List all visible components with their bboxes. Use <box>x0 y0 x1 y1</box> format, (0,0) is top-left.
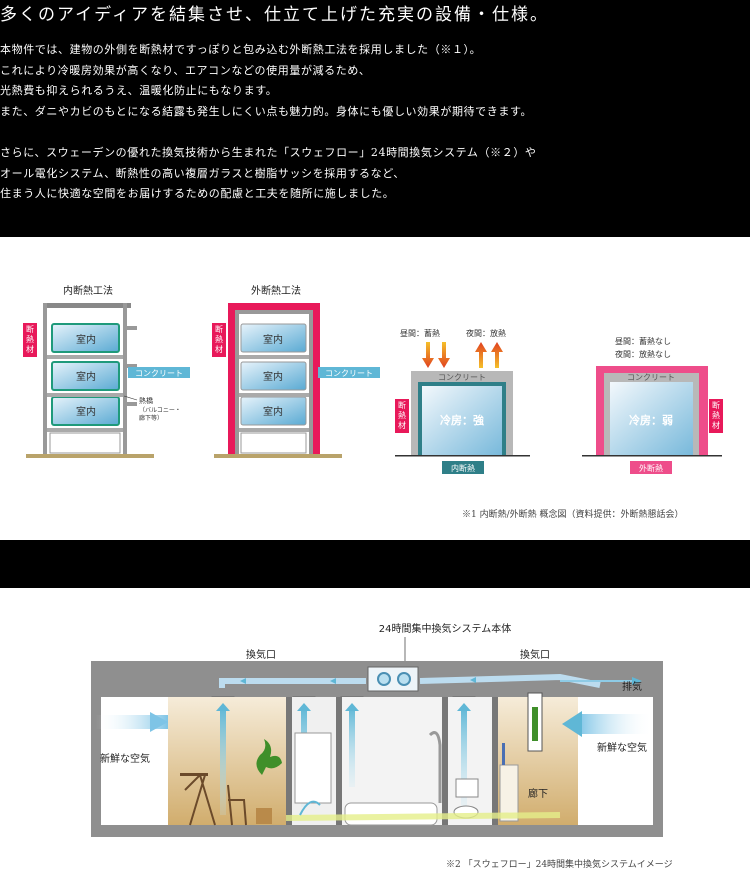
caption-2: ※2 「スウェフロー」24時間集中換気システムイメージ <box>446 860 673 870</box>
insulation-label: 材 <box>215 344 223 354</box>
insulation-label: 断 <box>26 324 34 334</box>
night-label: 夜間：放熱なし <box>615 349 671 359</box>
paragraph-1-line: 光熱費も抑えられるうえ、温暖化防止にもなります。 <box>0 84 278 98</box>
intake-right-label: 換気口 <box>520 648 550 661</box>
room-label: 室内 <box>76 370 96 383</box>
duct <box>419 673 601 688</box>
day-label: 昼間：蓄熱なし <box>615 336 671 346</box>
cooling-weak-label: 冷房：弱 <box>629 413 673 427</box>
caption-1: ※1 内断熱/外断熱 概念図（資料提供：外断熱懇話会） <box>462 510 684 520</box>
insulation-label: 材 <box>712 420 720 430</box>
concrete-label: コンクリート <box>627 373 675 382</box>
system-label: 24時間集中換気システム本体 <box>379 622 511 635</box>
insulation-label: 材 <box>398 420 406 430</box>
insulation-label: 熱 <box>215 334 223 344</box>
inner-insulation-building: 内断熱工法 室内 室内 室内 断 熱 材 コンクリート 熱橋 （バルコニー・ 廊… <box>23 284 190 458</box>
insulation-label: 熱 <box>398 410 406 420</box>
paragraph-2-line: 住まう人に快適な空間をお届けするための配慮と工夫を随所に施しました。 <box>0 187 395 201</box>
room-label: 室内 <box>263 370 283 383</box>
fan-icon <box>397 672 411 686</box>
concrete-label: コンクリート <box>135 369 183 378</box>
outer-tag: 外断熱 <box>639 463 663 473</box>
duct <box>219 678 366 688</box>
heat-down-arrow <box>422 342 434 368</box>
heat-down-arrow <box>438 342 450 368</box>
inner-title: 内断熱工法 <box>63 284 113 297</box>
heat-up-arrow <box>475 342 487 368</box>
paragraph-1-line: これにより冷暖房効果が高くなり、エアコンなどの使用量が減るため、 <box>0 63 371 77</box>
intake-left-label: 換気口 <box>246 648 276 661</box>
paragraph-1-line: また、ダニやカビのもとになる結露も発生しにくい点も魅力的。身体にも優しい効果が期… <box>0 105 533 119</box>
cooling-strong-label: 冷房：強 <box>440 413 484 427</box>
room-label: 室内 <box>76 333 96 346</box>
inner-tag: 内断熱 <box>451 463 475 473</box>
room-label: 室内 <box>263 333 283 346</box>
thermal-bridge-label: （バルコニー・ <box>139 407 181 414</box>
insulation-label: 材 <box>26 344 34 354</box>
night-label: 夜間：放熱 <box>466 328 506 338</box>
insulation-diagram: 内断熱工法 室内 室内 室内 断 熱 材 コンクリート 熱橋 （バルコニー・ 廊… <box>23 284 723 474</box>
outer-cross-section: 昼間：蓄熱なし 夜間：放熱なし コンクリート 冷房：弱 断 熱 材 外断熱 <box>582 336 723 474</box>
insulation-label: 熱 <box>712 410 720 420</box>
fresh-air-right-label: 新鮮な空気 <box>597 741 647 754</box>
paragraph-2-line: さらに、スウェーデンの優れた換気技術から生まれた「スウェフロー」24時間換気シス… <box>0 146 537 159</box>
day-label: 昼間：蓄熱 <box>400 328 440 338</box>
concrete-label: コンクリート <box>325 369 373 378</box>
concrete-label: コンクリート <box>438 373 486 382</box>
ventilation-diagram: 24時間集中換気システム本体 換気口 換気口 排気 <box>91 622 663 837</box>
room-label: 室内 <box>263 405 283 418</box>
thermal-bridge-label: 熱橋 <box>139 396 153 405</box>
room-label: 室内 <box>76 405 96 418</box>
heat-up-arrow <box>491 342 503 368</box>
paragraph-1: 本物件では、建物の外側を断熱材ですっぽりと包み込む外断熱工法を採用しました（※１… <box>0 40 532 123</box>
paragraph-2-line: オール電化システム、断熱性の高い複層ガラスと樹脂サッシを採用するなど、 <box>0 166 405 180</box>
inner-cross-section: 昼間：蓄熱 夜間：放熱 コンクリート 冷房：強 断 熱 材 内断熱 <box>395 328 530 474</box>
corridor-label: 廊下 <box>528 787 548 800</box>
exhaust-label: 排気 <box>622 680 642 693</box>
insulation-label: 断 <box>215 324 223 334</box>
paragraph-2: さらに、スウェーデンの優れた換気技術から生まれた「スウェフロー」24時間換気シス… <box>0 143 537 205</box>
insulation-label: 断 <box>398 400 406 410</box>
insulation-label: 熱 <box>26 334 34 344</box>
paragraph-1-line: 本物件では、建物の外側を断熱材ですっぽりと包み込む外断熱工法を採用しました（※１… <box>0 43 482 56</box>
thermal-bridge-label: 廊下等） <box>139 414 163 422</box>
outer-insulation-building: 外断熱工法 室内 室内 室内 断 熱 材 コンクリート <box>212 284 380 458</box>
divider-band <box>0 540 750 588</box>
fan-icon <box>377 672 391 686</box>
outer-title: 外断熱工法 <box>251 284 301 297</box>
intro-section: 多くのアイディアを結集させ、仕立て上げた充実の設備・仕様。 本物件では、建物の外… <box>0 0 750 237</box>
insulation-label: 断 <box>712 400 720 410</box>
fresh-air-left-label: 新鮮な空気 <box>100 752 150 765</box>
headline: 多くのアイディアを結集させ、仕立て上げた充実の設備・仕様。 <box>0 5 549 25</box>
